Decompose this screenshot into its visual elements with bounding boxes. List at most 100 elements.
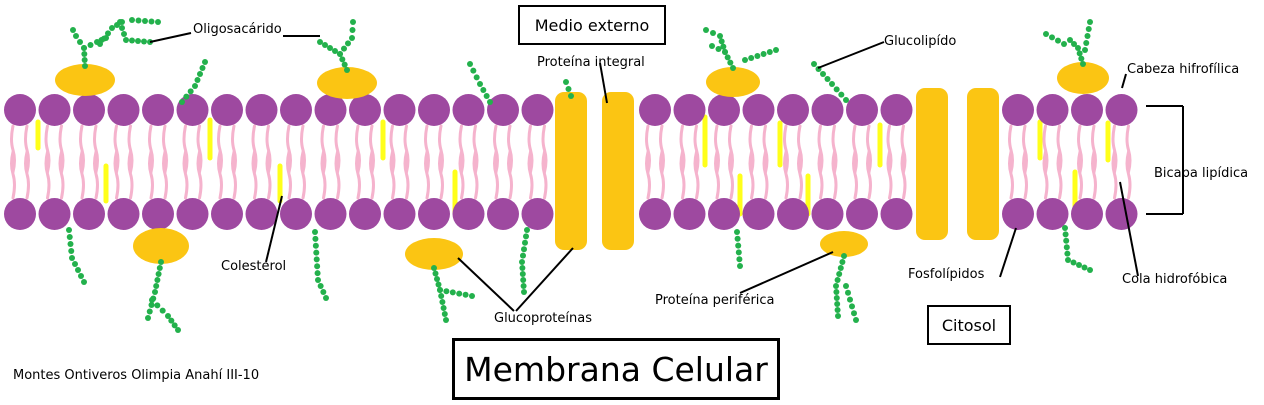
lipid-tail — [817, 150, 824, 200]
lipid-tail — [527, 150, 534, 200]
sugar-unit — [709, 43, 715, 49]
lipid-tail — [286, 150, 292, 200]
sugar-unit — [158, 259, 164, 265]
phospholipid-head — [452, 94, 485, 126]
sugar-unit — [718, 38, 725, 45]
leader-lines — [149, 32, 1184, 312]
lipid-tail — [900, 150, 907, 200]
lipid-tail — [127, 124, 134, 174]
sugar-unit — [1062, 231, 1069, 238]
sugar-unit — [520, 283, 527, 289]
sugar-unit — [834, 307, 841, 313]
sugar-unit — [477, 81, 483, 87]
phospholipid-head — [280, 198, 312, 230]
sugar-unit — [135, 38, 141, 44]
lipid-tail — [182, 124, 189, 174]
sugar-unit — [69, 255, 75, 261]
sugar-unit — [194, 77, 201, 83]
sugar-unit — [1087, 19, 1093, 25]
phospholipid-head — [742, 94, 775, 126]
sugar-unit — [339, 56, 346, 63]
lipid-tail — [679, 124, 686, 174]
sugar-unit — [735, 249, 742, 256]
lipid-tail — [797, 124, 803, 174]
author-credit: Montes Ontiveros Olimpia Anahí III-10 — [13, 368, 260, 383]
sugar-unit — [432, 270, 439, 277]
lipid-tail — [196, 124, 203, 174]
lipid-tail — [693, 150, 700, 200]
sugar-unit — [66, 234, 73, 240]
lipid-tail — [783, 150, 789, 200]
lipid-tail — [493, 124, 499, 174]
sugar-unit — [737, 263, 743, 269]
lipid-tail — [162, 150, 168, 200]
lipid-tail — [1042, 150, 1049, 200]
sugar-unit — [1067, 37, 1073, 43]
sugar-unit — [155, 19, 161, 25]
sugar-unit — [838, 91, 845, 98]
phospholipid-head — [708, 94, 740, 126]
lipid-tail — [58, 150, 65, 200]
label-colesterol: Colesterol — [221, 259, 287, 274]
phospholipid-head — [4, 198, 36, 230]
leader-line — [739, 251, 834, 294]
phospholipid-head — [452, 198, 485, 230]
lipid-tail — [24, 150, 30, 200]
phospholipid-head — [1071, 198, 1103, 230]
lipid-tail — [438, 150, 444, 200]
sugar-unit — [327, 45, 333, 51]
lipid-tail — [458, 124, 465, 174]
lipid-tail — [541, 124, 548, 174]
lipid-tail — [886, 150, 893, 200]
lipid-tail — [1008, 150, 1014, 200]
sugar-unit — [159, 307, 166, 314]
lipid-tail — [79, 150, 85, 200]
lipid-tail — [217, 150, 223, 200]
lipid-tail — [659, 150, 665, 200]
sugar-unit — [440, 305, 447, 311]
lipid-tail — [424, 124, 430, 174]
sugar-unit — [153, 283, 160, 289]
lipid-tail — [886, 124, 893, 174]
sugar-unit — [117, 19, 123, 25]
phospholipid-head — [673, 94, 706, 126]
lipid-tail — [113, 150, 120, 200]
sugar-unit — [811, 61, 817, 67]
sugar-unit — [720, 43, 727, 50]
lipid-tail — [507, 150, 513, 200]
sugar-unit — [522, 239, 528, 246]
sugar-unit — [437, 287, 443, 293]
label-cabeza: Cabeza hifrofílica — [1127, 62, 1240, 77]
sugar-unit — [313, 249, 320, 256]
lipid-tail — [866, 124, 872, 174]
sugar-unit — [152, 289, 158, 295]
sugar-unit — [824, 76, 831, 82]
sugar-unit — [1065, 257, 1071, 263]
sugar-unit — [332, 48, 338, 54]
sugar-unit — [183, 93, 190, 100]
sugar-unit — [1063, 237, 1070, 244]
sugar-unit — [568, 93, 574, 99]
lipid-tail — [79, 124, 85, 174]
phospholipid-head — [142, 94, 174, 126]
sugar-unit — [435, 281, 442, 288]
lipid-tail — [334, 150, 341, 200]
sugar-unit — [834, 277, 841, 283]
lipid-tail — [162, 124, 168, 174]
phospholipid-head — [245, 94, 278, 126]
leader-line — [265, 195, 283, 263]
sugar-unit — [717, 33, 723, 39]
lipid-tail — [1091, 124, 1097, 174]
phospholipid-head — [4, 94, 36, 126]
phospholipid-head — [176, 94, 209, 126]
phospholipid-head — [1002, 94, 1034, 126]
integral-protein — [967, 88, 999, 240]
sugar-unit — [434, 276, 440, 282]
phospholipid-head — [880, 198, 913, 230]
phospholipid-head — [673, 198, 706, 230]
sugar-unit — [322, 42, 328, 48]
phospholipid-head — [142, 198, 174, 230]
cholesterol-group — [35, 114, 1111, 217]
sugar-unit — [851, 310, 857, 317]
